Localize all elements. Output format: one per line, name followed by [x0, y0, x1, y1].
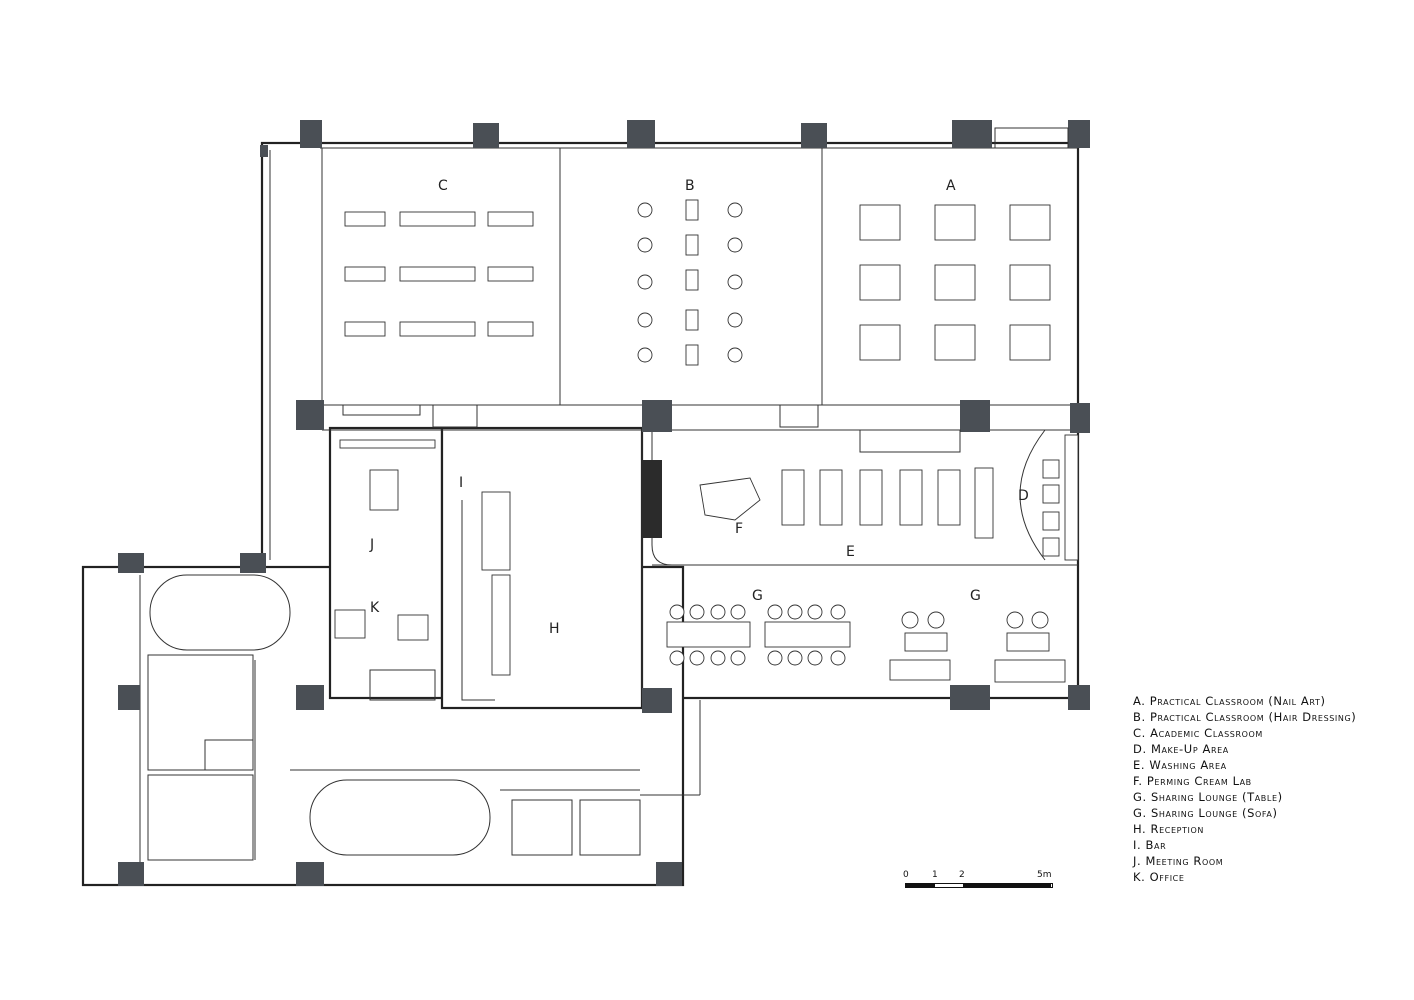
legend-item-b: B. Practical Classroom (Hair Dressing) [1133, 710, 1357, 724]
structural-columns [118, 120, 1090, 886]
legend-item-h: H. Reception [1133, 822, 1204, 836]
scale-tick-5m: 5m [1037, 870, 1052, 880]
legend-item-g-sofa: G. Sharing Lounge (Sofa) [1133, 806, 1278, 820]
room-label-d: D [1018, 488, 1029, 504]
legend-item-f: F. Perming Cream Lab [1133, 774, 1252, 788]
scale-tick-0: 0 [903, 870, 909, 880]
makeup-area-furniture [1042, 434, 1079, 561]
room-label-i: I [459, 475, 463, 491]
scale-segment-2-5 [963, 883, 1051, 888]
legend-item-d: D. Make-Up Area [1133, 742, 1229, 756]
classroom-b-furniture [637, 199, 743, 366]
central-furniture [334, 439, 511, 701]
room-labels: C B A I J F D E K G G H [369, 178, 1029, 637]
building-walls [81, 141, 1080, 887]
scale-tick-2: 2 [959, 870, 965, 880]
room-label-f: F [735, 521, 743, 537]
room-label-j: J [369, 537, 374, 553]
room-label-a: A [946, 178, 956, 194]
room-label-c: C [438, 178, 448, 194]
legend: A. Practical Classroom (Nail Art) B. Pra… [1133, 693, 1403, 885]
lounge-furniture [666, 604, 1066, 683]
room-label-e: E [846, 544, 855, 560]
classroom-a-furniture [859, 204, 1051, 361]
scale-tick-1: 1 [932, 870, 938, 880]
legend-item-i: I. Bar [1133, 838, 1167, 852]
washing-area-furniture [781, 429, 994, 539]
room-label-g-sofa: G [970, 588, 981, 604]
legend-item-k: K. Office [1133, 870, 1185, 884]
room-label-b: B [685, 178, 695, 194]
legend-item-j: J. Meeting Room [1133, 854, 1224, 868]
stairs [149, 127, 1069, 856]
legend-item-c: C. Academic Classroom [1133, 726, 1263, 740]
scale-segment-0-1 [905, 883, 935, 888]
classroom-c-furniture [342, 211, 534, 416]
toilets [147, 654, 641, 861]
legend-item-a: A. Practical Classroom (Nail Art) [1133, 694, 1326, 708]
perming-lab-furniture [642, 460, 761, 538]
room-label-g-table: G [752, 588, 763, 604]
legend-item-e: E. Washing Area [1133, 758, 1227, 772]
scale-bar: 0 1 2 5m [903, 870, 1053, 890]
room-label-k: K [370, 600, 380, 616]
room-label-h: H [549, 621, 560, 637]
legend-item-g-table: G. Sharing Lounge (Table) [1133, 790, 1283, 804]
